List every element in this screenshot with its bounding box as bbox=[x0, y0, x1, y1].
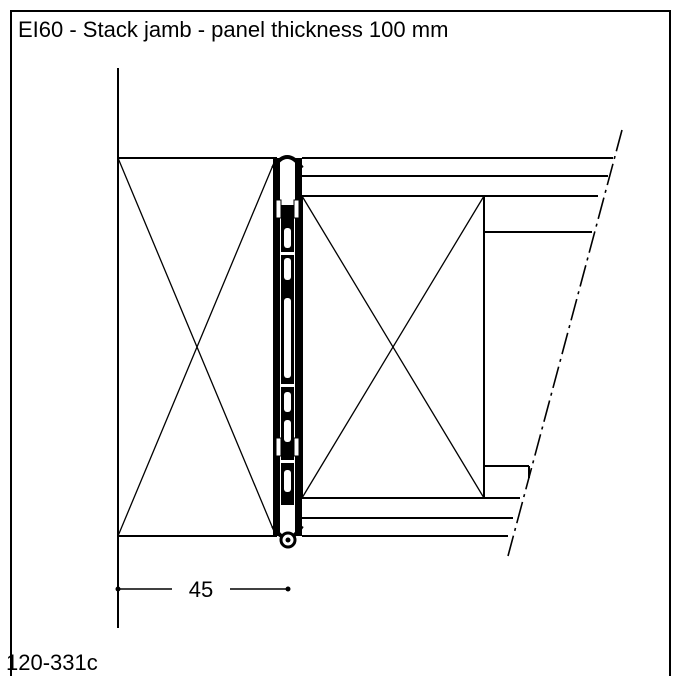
break-line bbox=[507, 129, 623, 557]
drawing-frame bbox=[10, 10, 671, 676]
left-timber-block bbox=[117, 157, 277, 537]
drawing-title: EI60 - Stack jamb - panel thickness 100 … bbox=[18, 17, 449, 42]
drawing-code: 120-331c bbox=[6, 650, 98, 675]
dimension-label: 45 bbox=[189, 577, 213, 602]
door-panel-edges bbox=[302, 157, 613, 537]
right-timber-block bbox=[301, 195, 485, 499]
seal-profile bbox=[271, 155, 304, 549]
dimension-45: 45 bbox=[115, 577, 291, 602]
